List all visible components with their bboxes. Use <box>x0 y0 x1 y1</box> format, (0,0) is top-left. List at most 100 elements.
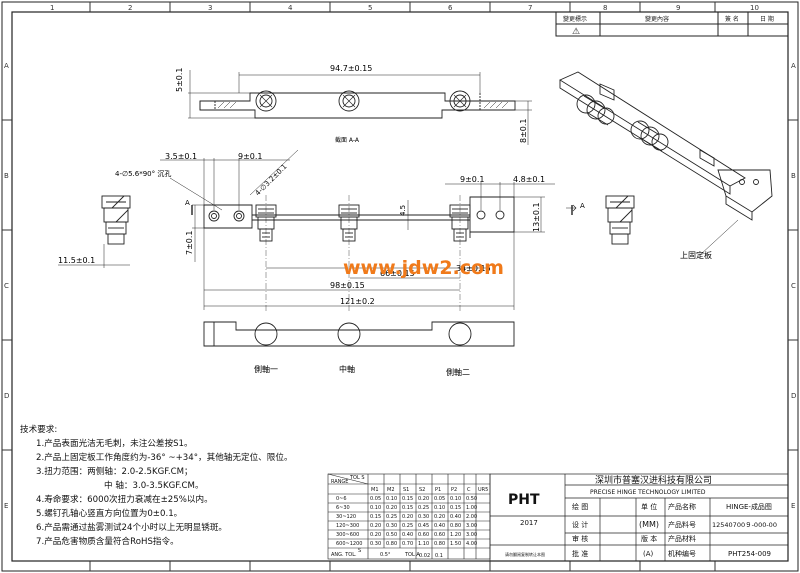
tol-a: TOL A <box>404 552 420 558</box>
dim-7: 7±0.1 <box>185 230 194 255</box>
note-6: 6.产品需通过盐雾测试24个小时以上无明显锈斑。 <box>36 521 227 533</box>
col-label-1: 1 <box>50 4 54 12</box>
left-side-view <box>58 195 131 268</box>
front-view <box>191 195 577 312</box>
hole-4 <box>495 210 505 220</box>
note-1: 1.产品表面光洁无毛刺，未注公差按S1。 <box>36 437 193 449</box>
bottom-shaft-right <box>448 322 472 346</box>
tol-cell: 0.20 <box>370 532 381 538</box>
rev-header-date: 日 期 <box>760 15 774 23</box>
tol-cell: 0.30 <box>370 541 381 547</box>
drawing-year: 2017 <box>520 519 538 527</box>
model-no-value: PHT254-009 <box>728 550 771 558</box>
dim-13: 13±0.1 <box>532 202 541 232</box>
tol-cell: 0.20 <box>402 514 413 520</box>
tol-row-range: 120~300 <box>336 523 359 529</box>
row-label-design: 设 计 <box>572 520 588 529</box>
note-2: 2.产品上固定板工作角度约为-36° ~+34°，其他轴无定位、限位。 <box>36 451 293 463</box>
unit-label: 单 位 <box>641 502 657 511</box>
rev-warning-icon: ⚠ <box>572 27 580 37</box>
tol-row-range: 600~1200 <box>336 541 362 547</box>
tol-last-1: 0.02 <box>419 553 430 559</box>
tol-h-m1: M1 <box>371 487 379 493</box>
row-label-approve: 批 准 <box>572 549 588 558</box>
company-name-cn: 深圳市普塞汉进科技有限公司 <box>595 474 712 486</box>
section-hatch <box>217 101 509 109</box>
tol-cell: 0.20 <box>370 523 381 529</box>
row-label-D: D <box>4 392 9 400</box>
col-label-9: 9 <box>676 4 680 12</box>
dim-5: 5±0.1 <box>175 67 184 92</box>
section-screw-center <box>338 90 360 112</box>
unit-value: (MM) <box>639 520 659 529</box>
col-label-6: 6 <box>448 4 453 12</box>
tol-cell: 1.00 <box>466 505 477 511</box>
dim-9-b: 9±0.1 <box>460 175 485 184</box>
section-mark-left: A <box>185 199 190 207</box>
col-label-7: 7 <box>528 4 532 12</box>
row-label-E-right: E <box>791 502 795 510</box>
note-4: 4.寿命要求：6000次扭力衰减在±25%以内。 <box>36 493 213 505</box>
tol-cell: 0.50 <box>386 532 397 538</box>
tol-row-range: 300~600 <box>336 532 359 538</box>
tol-ang-s: S <box>358 548 361 554</box>
dim-9-a: 9±0.1 <box>238 152 263 161</box>
front-left-plate <box>203 204 253 229</box>
rev-header-sign: 簽 名 <box>725 15 739 23</box>
tol-cell: 2.00 <box>466 514 477 520</box>
tol-h-s1: S1 <box>403 487 409 493</box>
model-no-label: 机种编号 <box>668 549 696 558</box>
tol-cell: 0.80 <box>450 523 461 529</box>
product-name-label: 产品名称 <box>668 502 696 511</box>
tol-cell: 0.40 <box>450 514 461 520</box>
row-label-review: 审 核 <box>572 534 588 543</box>
section-screw-right <box>449 90 471 112</box>
inner-border <box>11 11 789 562</box>
tol-cell: 0.10 <box>434 505 445 511</box>
dim-94-7: 94.7±0.15 <box>330 64 372 73</box>
hole-2 <box>233 210 245 222</box>
dim-121: 121±0.2 <box>340 297 375 306</box>
tol-row-range: 30~120 <box>336 514 356 520</box>
label-shaft-side2: 側軸二 <box>446 367 470 377</box>
iso-barrel-1 <box>576 94 615 126</box>
hole-1 <box>208 210 220 222</box>
tol-cell: 0.80 <box>386 541 397 547</box>
section-view <box>188 70 532 145</box>
row-label-A: A <box>4 62 9 70</box>
notes-title: 技术要求: <box>20 423 57 435</box>
tol-h-c: C <box>467 487 471 493</box>
row-label-C-right: C <box>791 282 796 290</box>
tol-cell: 1.50 <box>450 541 461 547</box>
bottom-shaft-center <box>337 322 361 346</box>
tol-cell: 0.15 <box>370 514 381 520</box>
tol-h-s2: S2 <box>419 487 425 493</box>
dim-countersink: 4-∅5.6*90° 沉孔 <box>115 170 171 178</box>
product-code-value: 12540700９-000-00 <box>712 521 777 529</box>
dim-34: 34±0.15 <box>456 264 491 273</box>
note-7: 7.产品危害物质含量符合RoHS指令。 <box>36 535 179 547</box>
tol-cell: 0.10 <box>370 505 381 511</box>
col-label-3: 3 <box>208 4 212 12</box>
tol-cell: 0.25 <box>418 505 429 511</box>
dim-11-5: 11.5±0.1 <box>58 256 95 265</box>
tol-cell: 0.10 <box>386 496 397 502</box>
tol-cell: 4.00 <box>466 541 477 547</box>
dim-3-5: 3.5±0.1 <box>165 152 197 161</box>
tol-cell: 0.25 <box>386 514 397 520</box>
tol-cell: 0.20 <box>386 505 397 511</box>
tol-ang-val: 0.5° <box>380 552 391 558</box>
col-label-8: 8 <box>603 4 607 12</box>
revision-table: 變更標示 變更內容 簽 名 日 期 ⚠ <box>555 11 789 37</box>
section-label: 截面 A-A <box>335 136 360 144</box>
col-label-5: 5 <box>368 4 372 12</box>
tol-cell: 0.25 <box>402 523 413 529</box>
label-shaft-center: 中軸 <box>339 364 355 374</box>
section-mark-right: A <box>580 202 585 210</box>
iso-barrel-2 <box>630 120 669 152</box>
isometric-view <box>559 71 773 256</box>
tolerance-table <box>327 473 491 560</box>
tol-cell: 3.00 <box>466 523 477 529</box>
